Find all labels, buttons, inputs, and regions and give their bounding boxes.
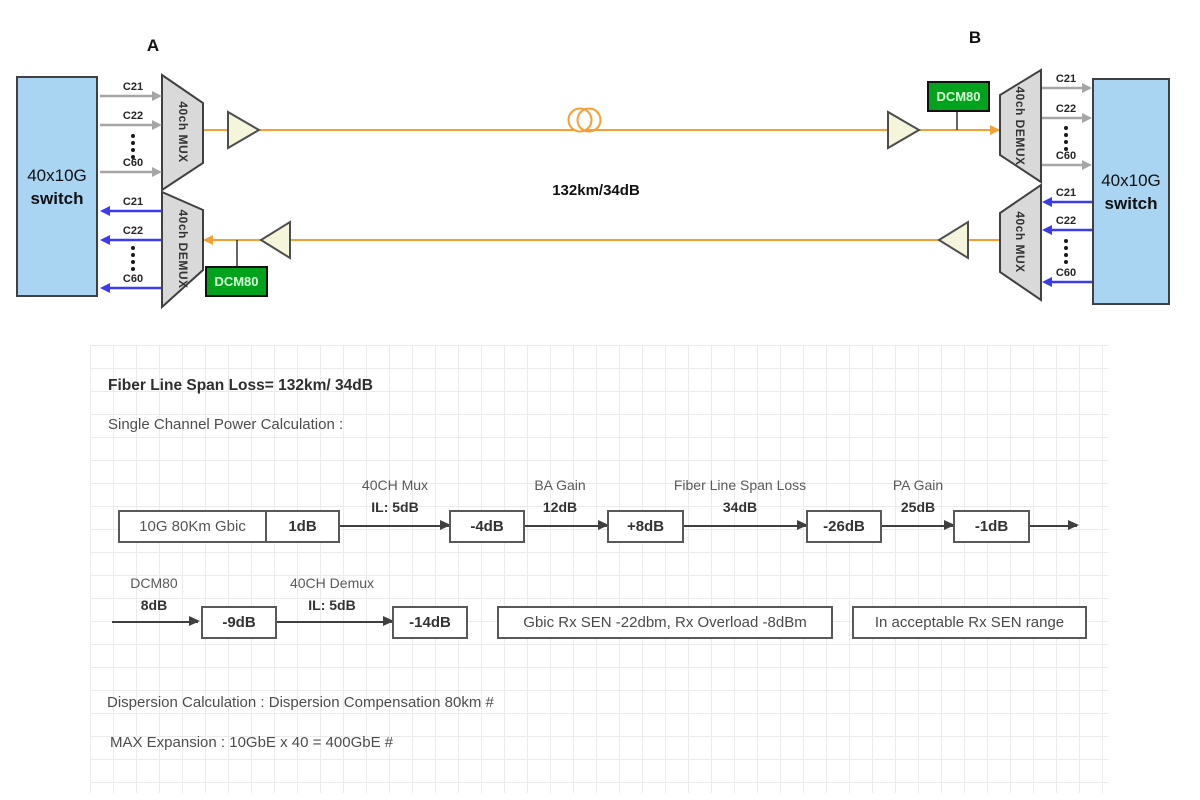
step-value: IL: 5dB	[308, 597, 356, 613]
channel-arrowhead	[152, 120, 162, 130]
amplifier-icon	[227, 110, 261, 150]
mux-b-label: 40ch MUX	[1013, 211, 1027, 272]
demux-a-shape	[161, 190, 204, 310]
flow-arrow	[112, 616, 200, 626]
result-box: +8dB	[607, 510, 684, 543]
calc-title: Fiber Line Span Loss= 132km/ 34dB	[108, 377, 373, 394]
channel-arrowhead	[100, 235, 110, 245]
flow-arrow	[277, 616, 394, 626]
demux-b-shape	[999, 68, 1042, 184]
channel-label: C22	[1055, 215, 1077, 227]
result-box: -26dB	[806, 510, 882, 543]
channel-ellipsis	[131, 134, 135, 159]
fiber-coil-icon	[576, 107, 602, 133]
switch-b-line1: 40x10G	[1101, 170, 1161, 190]
rx-spec-note: Gbic Rx SEN -22dbm, Rx Overload -8dBm	[497, 606, 833, 639]
switch-a-line1: 40x10G	[27, 165, 87, 185]
site-a-label: A	[146, 36, 160, 55]
step-name: Fiber Line Span Loss	[673, 477, 807, 493]
step-value: 25dB	[900, 499, 936, 515]
amplifier-icon	[887, 110, 921, 150]
source-value: 1dB	[288, 518, 317, 535]
expansion-line: MAX Expansion : 10GbE x 40 = 400GbE #	[110, 734, 394, 751]
step-value: 8dB	[140, 597, 168, 613]
step-name: PA Gain	[892, 477, 944, 493]
step-name: DCM80	[130, 575, 178, 591]
source-name: 10G 80Km Gbic	[120, 512, 267, 541]
step-name: BA Gain	[534, 477, 586, 493]
amplifier-icon	[259, 220, 291, 260]
channel-label: C60	[1055, 267, 1077, 279]
channel-label: C60	[1055, 150, 1077, 162]
channel-label: C22	[122, 225, 144, 237]
channel-ellipsis	[131, 246, 135, 271]
step-value: IL: 5dB	[371, 499, 419, 515]
mux-b-shape	[999, 183, 1042, 302]
network-diagram: 40ch MUX 40ch DEMUX 40ch DEMUX 40ch MUX	[100, 68, 1092, 310]
flow-arrow	[684, 520, 808, 530]
channel-label: C60	[122, 157, 144, 169]
channel-arrowhead	[1082, 160, 1092, 170]
mux-a-label: 40ch MUX	[176, 101, 190, 162]
channel-arrowhead	[1042, 197, 1052, 207]
channel-arrowhead	[1042, 277, 1052, 287]
channel-label: C22	[122, 110, 144, 122]
channel-label: C60	[122, 273, 144, 285]
rx-range-note: In acceptable Rx SEN range	[852, 606, 1087, 639]
flow-arrow	[882, 520, 955, 530]
switch-a: 40x10G switch	[16, 76, 98, 297]
switch-b-line2: switch	[1104, 193, 1158, 213]
channel-label: C21	[1055, 187, 1077, 199]
demux-b-label: 40ch DEMUX	[1013, 86, 1027, 165]
channel-ellipsis	[1064, 126, 1068, 151]
result-box: -1dB	[953, 510, 1030, 543]
step-value: 34dB	[722, 499, 758, 515]
mux-a-shape	[161, 73, 204, 192]
demux-a-label: 40ch DEMUX	[176, 209, 190, 288]
channel-arrowhead	[100, 206, 110, 216]
step-value: 12dB	[542, 499, 578, 515]
channel-arrowhead	[152, 91, 162, 101]
site-b-label: B	[968, 28, 982, 47]
channel-label: C21	[122, 81, 144, 93]
channel-label: C21	[122, 196, 144, 208]
step-name: 40CH Mux	[361, 477, 429, 493]
fiber-coil-icon	[567, 107, 593, 133]
result-box: -4dB	[449, 510, 525, 543]
switch-a-line2: switch	[30, 188, 84, 208]
dispersion-line: Dispersion Calculation : Dispersion Comp…	[107, 694, 494, 711]
amplifier-icon	[937, 220, 969, 260]
channel-arrowhead	[1042, 225, 1052, 235]
source-box: 10G 80Km Gbic 1dB	[118, 510, 340, 543]
result-box: -9dB	[201, 606, 277, 639]
channel-label: C21	[1055, 73, 1077, 85]
calc-subtitle: Single Channel Power Calculation :	[108, 416, 344, 433]
dcm80-module-b: DCM80	[927, 81, 990, 112]
graph-paper-background	[90, 345, 1108, 793]
channel-label: C22	[1055, 103, 1077, 115]
span-distance-label: 132km/34dB	[552, 182, 640, 199]
step-name: 40CH Demux	[289, 575, 375, 591]
fiber-arrowhead-right	[990, 125, 1000, 135]
flow-arrow	[1030, 520, 1079, 530]
channel-ellipsis	[1064, 239, 1068, 264]
flow-arrow	[340, 520, 451, 530]
channel-arrowhead	[152, 167, 162, 177]
result-box: -14dB	[392, 606, 468, 639]
fiber-arrowhead-left	[203, 235, 213, 245]
channel-arrowhead	[1082, 113, 1092, 123]
channel-arrowhead	[100, 283, 110, 293]
dcm80-module-a: DCM80	[205, 266, 268, 297]
channel-arrowhead	[1082, 83, 1092, 93]
flow-arrow	[525, 520, 609, 530]
switch-b: 40x10G switch	[1092, 78, 1170, 305]
